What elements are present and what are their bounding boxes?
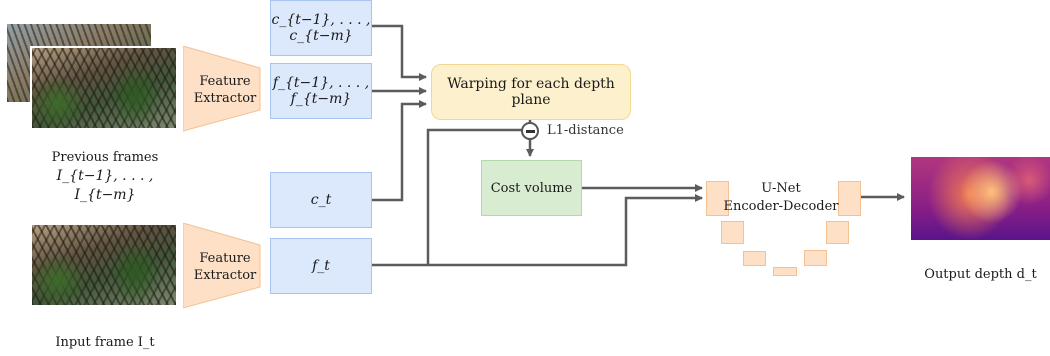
input-frame-image (30, 223, 178, 307)
box-f-t: f_t (270, 238, 372, 294)
arrow-cprev-to-warping (372, 24, 427, 81)
previous-frame-front-image (30, 46, 178, 130)
trapezoid-shape (183, 46, 261, 132)
unet-decoder-block-3 (804, 250, 827, 266)
unet-bottleneck-block (773, 267, 797, 276)
feature-extractor-bottom: Feature Extractor (183, 223, 261, 309)
line-ft-to-distance (426, 128, 530, 265)
output-depth-caption: Output depth d_t (924, 267, 1037, 282)
unet-encoder-block-1 (706, 181, 729, 216)
unet-decoder-block-2 (826, 221, 849, 244)
previous-frames-caption: Previous frames I_{t−1}, . . . , I_{t−m} (51, 150, 159, 203)
minus-operator-icon (521, 122, 539, 140)
box-c-t: c_t (270, 172, 372, 228)
input-frame-caption: Input frame I_t (55, 335, 155, 350)
cost-volume-box: Cost volume (481, 160, 582, 216)
arrow-ct-to-warping (372, 100, 427, 202)
warping-box: Warping for each depth plane (431, 64, 631, 120)
unet-decoder-block-1 (838, 181, 861, 216)
feature-extractor-top: Feature Extractor (183, 46, 261, 132)
trapezoid-shape (183, 223, 261, 309)
output-depth-image (911, 157, 1050, 240)
l1-distance-label: L1-distance (547, 123, 624, 138)
unet-label: U-Net Encoder-Decoder (723, 181, 839, 214)
box-f-prev: f_{t−1}, . . . , f_{t−m} (270, 63, 372, 119)
arrow-ft-to-unet (372, 194, 703, 267)
unet-encoder-block-3 (743, 251, 766, 266)
box-c-prev: c_{t−1}, . . . , c_{t−m} (270, 0, 372, 56)
unet-encoder-block-2 (721, 221, 744, 244)
